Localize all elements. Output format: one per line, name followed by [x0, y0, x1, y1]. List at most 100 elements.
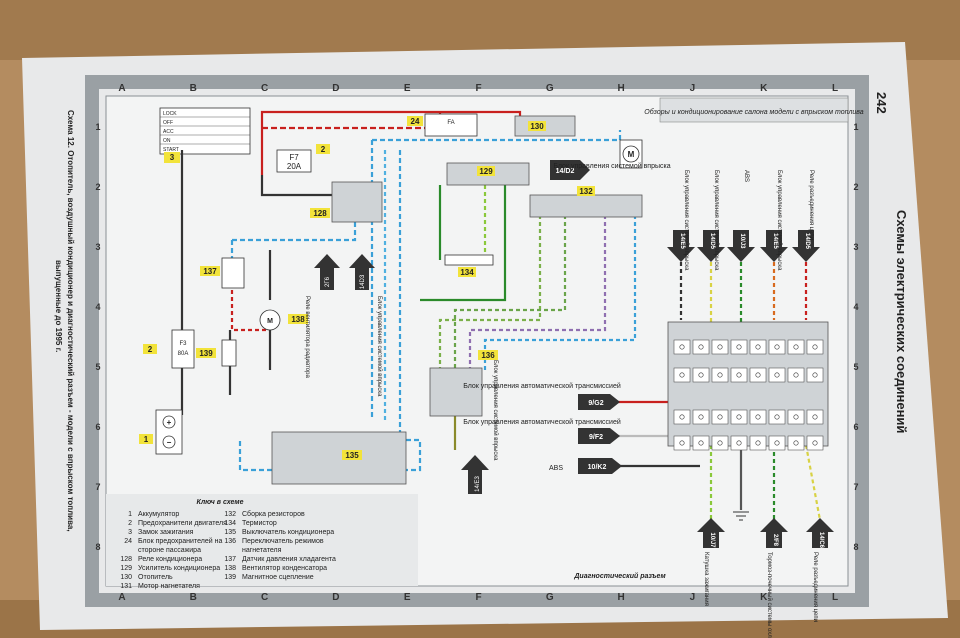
legend-left-num: 1 — [128, 511, 132, 518]
top-connector-arrow — [792, 230, 820, 262]
connector-14d3-text: 14D3 — [360, 274, 366, 289]
fuse-f7-name: F7 — [289, 153, 299, 162]
row-number-right: 4 — [853, 302, 858, 312]
legend-right-text: Переключатель режимов — [242, 538, 324, 545]
row-number-right: 3 — [853, 242, 858, 252]
diag-pin-dot — [755, 372, 761, 378]
legend-right-num: 139 — [224, 574, 236, 581]
connector-9f2: 9/F2 — [578, 428, 620, 444]
label-136: 136 — [481, 351, 495, 360]
bottom-connector-label: Катушка зажигания — [703, 552, 709, 606]
diag-pin-dot — [698, 372, 704, 378]
label-blok-sys: Блок управления системой впрыска — [376, 296, 383, 397]
column-letter-bottom: C — [261, 592, 268, 603]
legend-left-num: 129 — [120, 565, 132, 572]
label-2-top: 2 — [321, 145, 326, 154]
page-number: 242 — [874, 92, 889, 114]
label-138: 138 — [291, 315, 305, 324]
label-130: 130 — [530, 122, 544, 131]
diag-pin-dot — [736, 344, 742, 350]
column-letter-top: D — [332, 83, 339, 94]
column-letter-bottom: G — [546, 592, 554, 603]
diag-pin-dot — [774, 414, 780, 420]
top-connector-arrow — [760, 230, 788, 262]
ign-on: ON — [163, 138, 171, 144]
diag-pin-dot — [679, 414, 685, 420]
label-128: 128 — [313, 209, 327, 218]
label-2: 2 — [148, 345, 153, 354]
label-137: 137 — [203, 267, 217, 276]
fuse-f3 — [171, 329, 195, 369]
bottom-connector-label: Тормоз-почечный системы охлаждения — [766, 552, 773, 638]
top-connector-arrow — [697, 230, 725, 262]
legend-right-num: 134 — [224, 520, 236, 527]
ign-lock: LOCK — [163, 111, 177, 117]
bottom-connector-text: 10/J7 — [709, 532, 715, 548]
legend-right-text: Магнитное сцепление — [242, 574, 314, 581]
ign-acc: ACC — [163, 129, 174, 135]
ign-off: OFF — [163, 120, 173, 126]
label-rele-vent: Реле вентилятора радиатора — [304, 296, 310, 378]
bottom-connector-arrow — [806, 518, 834, 548]
fuse-f3-name: F3 — [179, 341, 187, 347]
fuse-f7 — [276, 149, 312, 173]
connector-2f6: 2Г6 — [314, 254, 340, 290]
column-letter-bottom: F — [475, 592, 481, 603]
fuse-f7-amps: 20A — [287, 162, 302, 171]
top-connector-text: 14/E5 — [679, 233, 685, 249]
legend-left-text: Отопитель — [138, 574, 173, 581]
diag-pin-dot — [793, 414, 799, 420]
ac-switch-135 — [271, 431, 407, 485]
label-trans1: Блок управления автоматической трансмисс… — [463, 382, 621, 390]
legend-left-num: 24 — [124, 538, 132, 545]
bottom-connector-label: Реле разъединения цепи — [812, 552, 818, 622]
top-connector-text: 14/E5 — [772, 233, 778, 249]
legend-right-text: Термистор — [242, 520, 277, 527]
legend-title: Ключ в схеме — [197, 499, 244, 506]
diag-pin-dot — [736, 440, 742, 446]
column-letter-top: F — [475, 83, 481, 94]
diag-pin-dot — [755, 440, 761, 446]
diag-pin-dot — [698, 440, 704, 446]
column-letter-bottom: A — [118, 592, 125, 603]
label-3-bg — [164, 152, 180, 163]
diag-pin-dot — [774, 372, 780, 378]
legend-right-text: Выключатель кондиционера — [242, 529, 334, 536]
fan-m-label: M — [267, 318, 273, 325]
row-number-right: 8 — [853, 542, 858, 552]
row-number-left: 7 — [95, 482, 100, 492]
column-letter-top: L — [832, 83, 838, 94]
row-number-right: 7 — [853, 482, 858, 492]
svg-text:+: + — [167, 418, 172, 427]
column-letter-bottom: E — [404, 592, 411, 603]
diag-pin-dot — [774, 440, 780, 446]
row-number-left: 5 — [95, 362, 100, 372]
row-number-right: 5 — [853, 362, 858, 372]
diag-pin-dot — [679, 344, 685, 350]
diag-pin-dot — [793, 344, 799, 350]
bottom-connector-arrow — [760, 518, 788, 548]
resistor-pack-132 — [529, 194, 643, 218]
label-abs: ABS — [549, 465, 563, 472]
diag-pin-dot — [698, 414, 704, 420]
connector-9g2: 9/G2 — [578, 394, 620, 410]
row-number-right: 6 — [853, 422, 858, 432]
label-134: 134 — [460, 268, 474, 277]
legend-right-num: 135 — [224, 529, 236, 536]
motor-m-label: M — [628, 150, 635, 159]
mode-switch-136 — [429, 367, 483, 417]
diag-pin-dot — [812, 372, 818, 378]
top-connector-label: Блок управления системой впрыска — [776, 170, 783, 271]
label-135: 135 — [345, 451, 359, 460]
label-24: 24 — [411, 117, 420, 126]
fuse-fa: FA — [447, 120, 454, 126]
row-number-left: 4 — [95, 302, 100, 312]
bottom-connector-text: 2/F8 — [772, 534, 778, 547]
label-blok-sys2: Блок управления системой впрыска — [492, 360, 499, 461]
diag-pin-dot — [736, 372, 742, 378]
diag-pin-dot — [717, 344, 723, 350]
